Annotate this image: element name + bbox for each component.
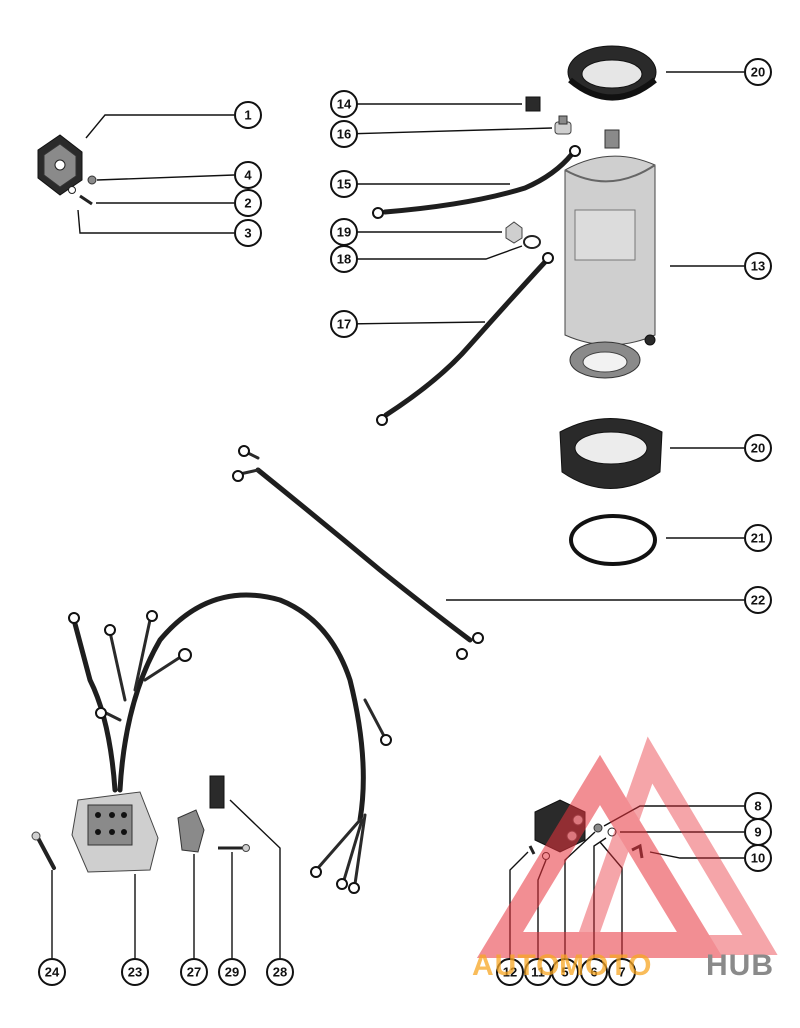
svg-text:4: 4 xyxy=(244,168,252,183)
svg-text:28: 28 xyxy=(273,965,287,980)
callout-17: 17 xyxy=(330,310,358,338)
svg-text:19: 19 xyxy=(337,225,351,240)
callout-16: 16 xyxy=(330,120,358,148)
callout-20-bottom: 20 xyxy=(744,434,772,462)
svg-text:8: 8 xyxy=(754,799,761,814)
svg-text:1: 1 xyxy=(244,108,251,123)
terminal-washer-part xyxy=(607,827,617,837)
screw-part xyxy=(79,194,93,206)
cap-part xyxy=(525,96,541,112)
lock-washer-part xyxy=(523,235,541,249)
svg-text:15: 15 xyxy=(337,177,351,192)
callout-20-top: 20 xyxy=(744,58,772,86)
svg-text:22: 22 xyxy=(751,593,765,608)
callout-6: 6 xyxy=(580,958,608,986)
washer-part xyxy=(68,186,76,194)
svg-text:12: 12 xyxy=(503,965,517,980)
callout-21: 21 xyxy=(744,524,772,552)
callout-4: 4 xyxy=(234,161,262,189)
svg-text:7: 7 xyxy=(618,965,625,980)
negative-cable-part xyxy=(376,252,554,426)
svg-text:14: 14 xyxy=(337,97,352,112)
svg-text:21: 21 xyxy=(751,531,765,546)
nut-part xyxy=(87,175,97,185)
callout-22: 22 xyxy=(744,586,772,614)
callout-3: 3 xyxy=(234,219,262,247)
svg-text:10: 10 xyxy=(751,851,765,866)
mount-screw-part xyxy=(528,845,536,855)
callout-1: 1 xyxy=(234,101,262,129)
svg-text:HUB: HUB xyxy=(706,949,774,982)
svg-text:20: 20 xyxy=(751,441,765,456)
clamp-part xyxy=(177,809,205,853)
jumper-wire-part xyxy=(232,445,484,660)
svg-text:5: 5 xyxy=(561,965,568,980)
svg-text:13: 13 xyxy=(751,259,765,274)
starter-motor-part xyxy=(564,129,656,379)
terminal-nut-part xyxy=(593,823,603,833)
o-ring-part xyxy=(569,514,657,566)
callout-28: 28 xyxy=(266,958,294,986)
callout-13: 13 xyxy=(744,252,772,280)
svg-text:6: 6 xyxy=(590,965,597,980)
callout-19: 19 xyxy=(330,218,358,246)
positive-cable-part xyxy=(372,145,581,219)
svg-text:3: 3 xyxy=(244,226,251,241)
callout-15: 15 xyxy=(330,170,358,198)
long-screw-part xyxy=(31,831,56,870)
watermark-text: AUTO MOTO HUB xyxy=(472,949,774,982)
small-screw-part xyxy=(218,844,250,852)
svg-text:9: 9 xyxy=(754,825,761,840)
svg-text:MOTO: MOTO xyxy=(559,949,652,982)
rectifier-part xyxy=(37,134,83,196)
svg-text:11: 11 xyxy=(531,965,545,980)
svg-text:17: 17 xyxy=(337,317,351,332)
leader-lines xyxy=(51,71,744,958)
callout-18: 18 xyxy=(330,245,358,273)
callout-27: 27 xyxy=(180,958,208,986)
rubber-pad-part xyxy=(209,775,225,809)
svg-text:2: 2 xyxy=(244,196,251,211)
svg-text:23: 23 xyxy=(128,965,142,980)
svg-text:20: 20 xyxy=(751,65,765,80)
svg-text:16: 16 xyxy=(337,127,351,142)
watermark-logo xyxy=(476,736,778,958)
cushion-top-part xyxy=(567,45,657,101)
svg-text:24: 24 xyxy=(45,965,60,980)
callout-24: 24 xyxy=(38,958,66,986)
callout-10: 10 xyxy=(744,844,772,872)
callout-7: 7 xyxy=(608,958,636,986)
callout-8: 8 xyxy=(744,792,772,820)
svg-text:29: 29 xyxy=(225,965,239,980)
callout-9: 9 xyxy=(744,818,772,846)
cushion-bottom-part xyxy=(559,418,663,489)
svg-text:AUTO: AUTO xyxy=(472,949,560,982)
bolt-part xyxy=(554,115,572,135)
svg-text:18: 18 xyxy=(337,252,351,267)
callout-23: 23 xyxy=(121,958,149,986)
hex-nut-part xyxy=(505,221,523,244)
callout-14: 14 xyxy=(330,90,358,118)
callout-12: 12 xyxy=(496,958,524,986)
switch-box-part xyxy=(71,791,159,873)
callout-29: 29 xyxy=(218,958,246,986)
callout-2: 2 xyxy=(234,189,262,217)
svg-text:27: 27 xyxy=(187,965,201,980)
callout-5: 5 xyxy=(551,958,579,986)
wire-harness-part xyxy=(68,592,392,894)
